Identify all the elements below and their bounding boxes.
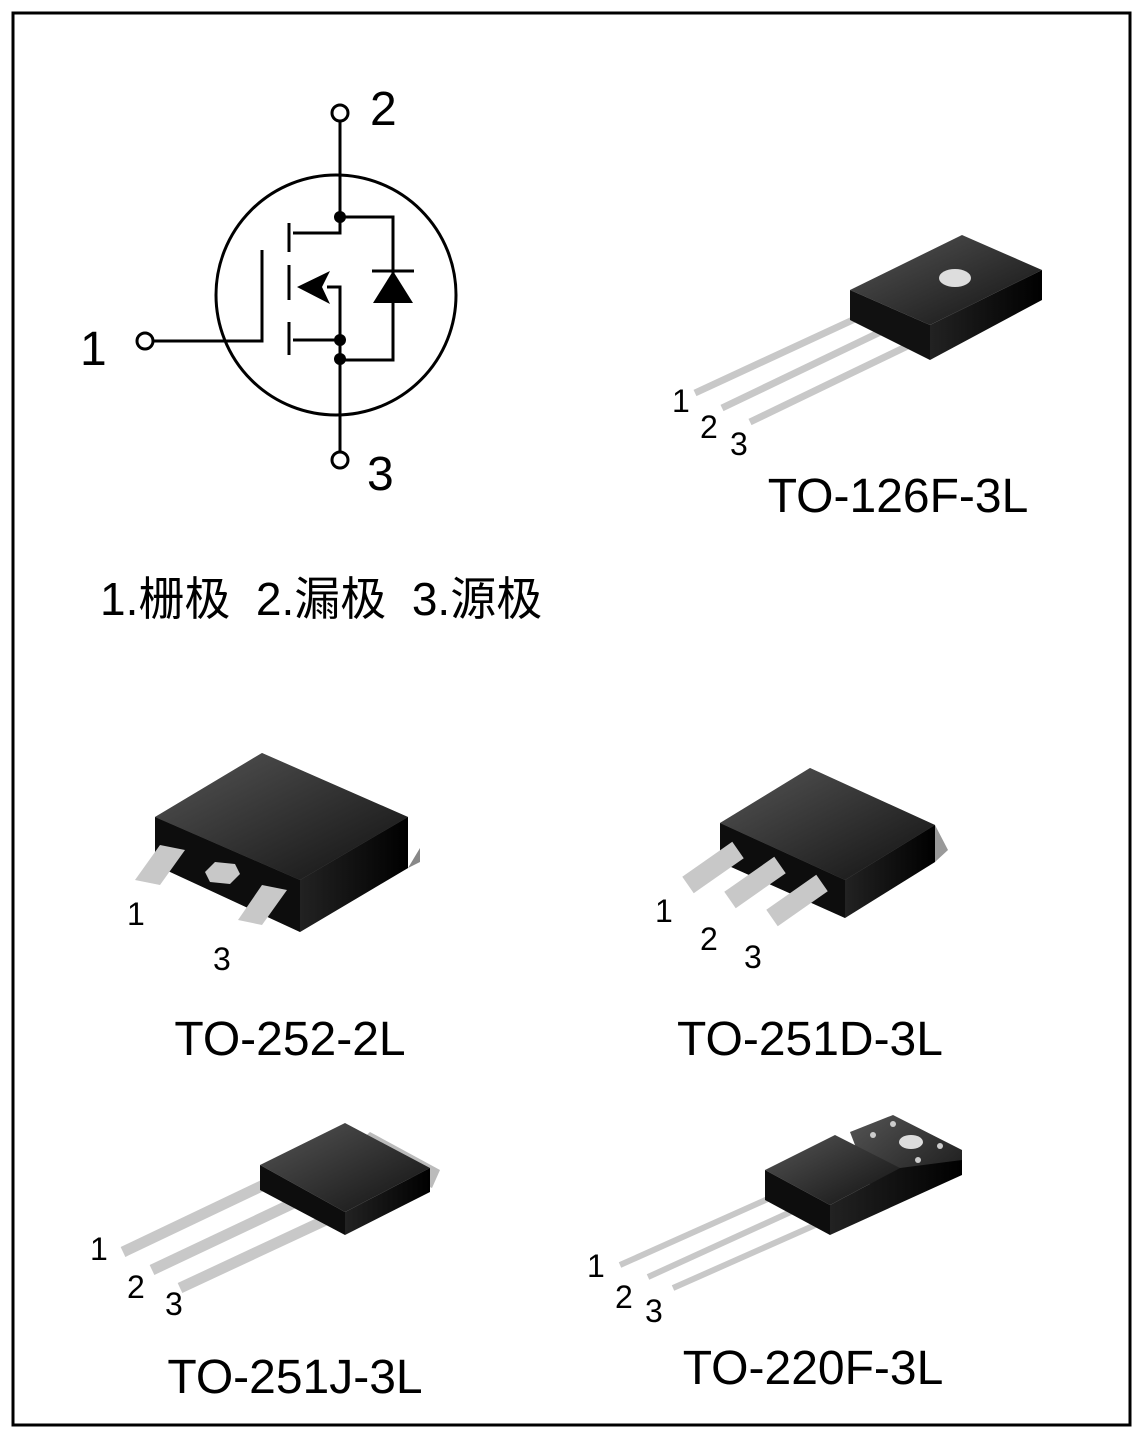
pin-legend: 1.栅极 2.漏极 3.源极: [100, 573, 542, 625]
pin-label: 1: [90, 1231, 108, 1267]
drain-wire: [293, 121, 342, 235]
leads: [120, 1177, 333, 1293]
leads: [682, 841, 828, 927]
package-to220f: 1 2 3 TO-220F-3L: [587, 1115, 962, 1395]
pin-label: 1: [587, 1248, 605, 1284]
leads: [618, 1195, 824, 1291]
package-to251d: 1 2 3 TO-251D-3L: [655, 768, 948, 1066]
gate-terminal: [135, 331, 155, 351]
junction-dot: [334, 211, 346, 223]
diode-icon: [373, 271, 413, 303]
source-wire: [293, 285, 342, 452]
pin-label: 1: [127, 896, 145, 932]
package-name: TO-220F-3L: [683, 1342, 944, 1395]
pin-label: 3: [213, 941, 231, 977]
lead: [238, 885, 287, 925]
pin-label: 3: [645, 1293, 663, 1329]
figure-frame: [11, 11, 1132, 1427]
pin-label: 3: [744, 939, 762, 975]
junction-dot: [334, 353, 346, 365]
package-name: TO-252-2L: [174, 1013, 405, 1066]
mounting-hole: [899, 1135, 923, 1149]
pin-label: 2: [615, 1279, 633, 1315]
pin-label: 1: [672, 383, 690, 419]
mounting-hole: [939, 269, 971, 287]
pin-label: 2: [700, 409, 718, 445]
channel-arrow-icon: [297, 271, 330, 304]
package-name: TO-251J-3L: [167, 1351, 422, 1404]
pin-label: 2: [700, 921, 718, 957]
package-to251j: 1 2 3 TO-251J-3L: [90, 1123, 440, 1404]
junction-dot: [334, 334, 346, 346]
pin-label: 2: [127, 1269, 145, 1305]
lead: [135, 845, 185, 885]
source-pin-label: 3: [367, 448, 394, 501]
device-outline-circle: [214, 173, 458, 417]
pin-label: 3: [165, 1286, 183, 1322]
mosfet-schematic: 2 1 3: [80, 83, 458, 501]
package-to252: 1 3 TO-252-2L: [127, 753, 420, 1066]
package-name: TO-126F-3L: [768, 470, 1029, 523]
pin-label: 3: [730, 426, 748, 462]
gate-pin-label: 1: [80, 323, 107, 376]
center-tab: [205, 862, 240, 884]
drain-pin-label: 2: [370, 83, 397, 136]
leads: [693, 308, 922, 426]
source-terminal: [330, 450, 350, 470]
drain-terminal: [330, 103, 350, 123]
package-name: TO-251D-3L: [677, 1013, 943, 1066]
gate-wire: [153, 250, 264, 343]
package-to126f: 1 2 3 TO-126F-3L: [672, 235, 1042, 523]
pin-label: 1: [655, 893, 673, 929]
